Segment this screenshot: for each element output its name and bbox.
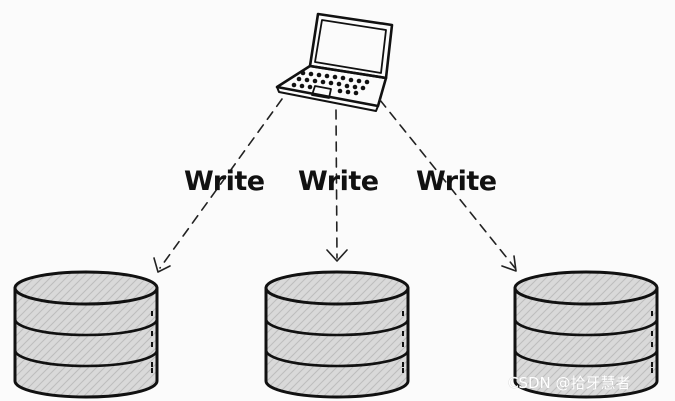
database-top: [264, 270, 410, 306]
keyboard-keys: [291, 70, 370, 96]
database-icon-3: [513, 270, 659, 399]
database-layer-line: [264, 349, 410, 368]
write-arrow-3: [379, 99, 517, 272]
database-top: [513, 270, 659, 306]
database-icon-1: [13, 270, 159, 399]
database-icon-2: [264, 270, 410, 399]
database-layer-line: [264, 318, 410, 337]
write-label-3: Write: [416, 166, 497, 197]
database-layer-line: [513, 318, 659, 337]
write-arrow-2: [326, 109, 348, 262]
write-label-2: Write: [298, 166, 379, 197]
database-layer-line: [13, 318, 159, 337]
database-body: [264, 286, 410, 399]
write-label-1: Write: [184, 166, 265, 197]
write-arrow-1: [153, 98, 283, 273]
database-top: [13, 270, 159, 306]
database-body: [513, 286, 659, 399]
laptop-icon: [275, 12, 394, 112]
database-layer-line: [13, 349, 159, 368]
database-layer-line: [513, 349, 659, 368]
database-body: [13, 286, 159, 399]
watermark-text: CSDN @拾牙慧者: [508, 374, 631, 392]
